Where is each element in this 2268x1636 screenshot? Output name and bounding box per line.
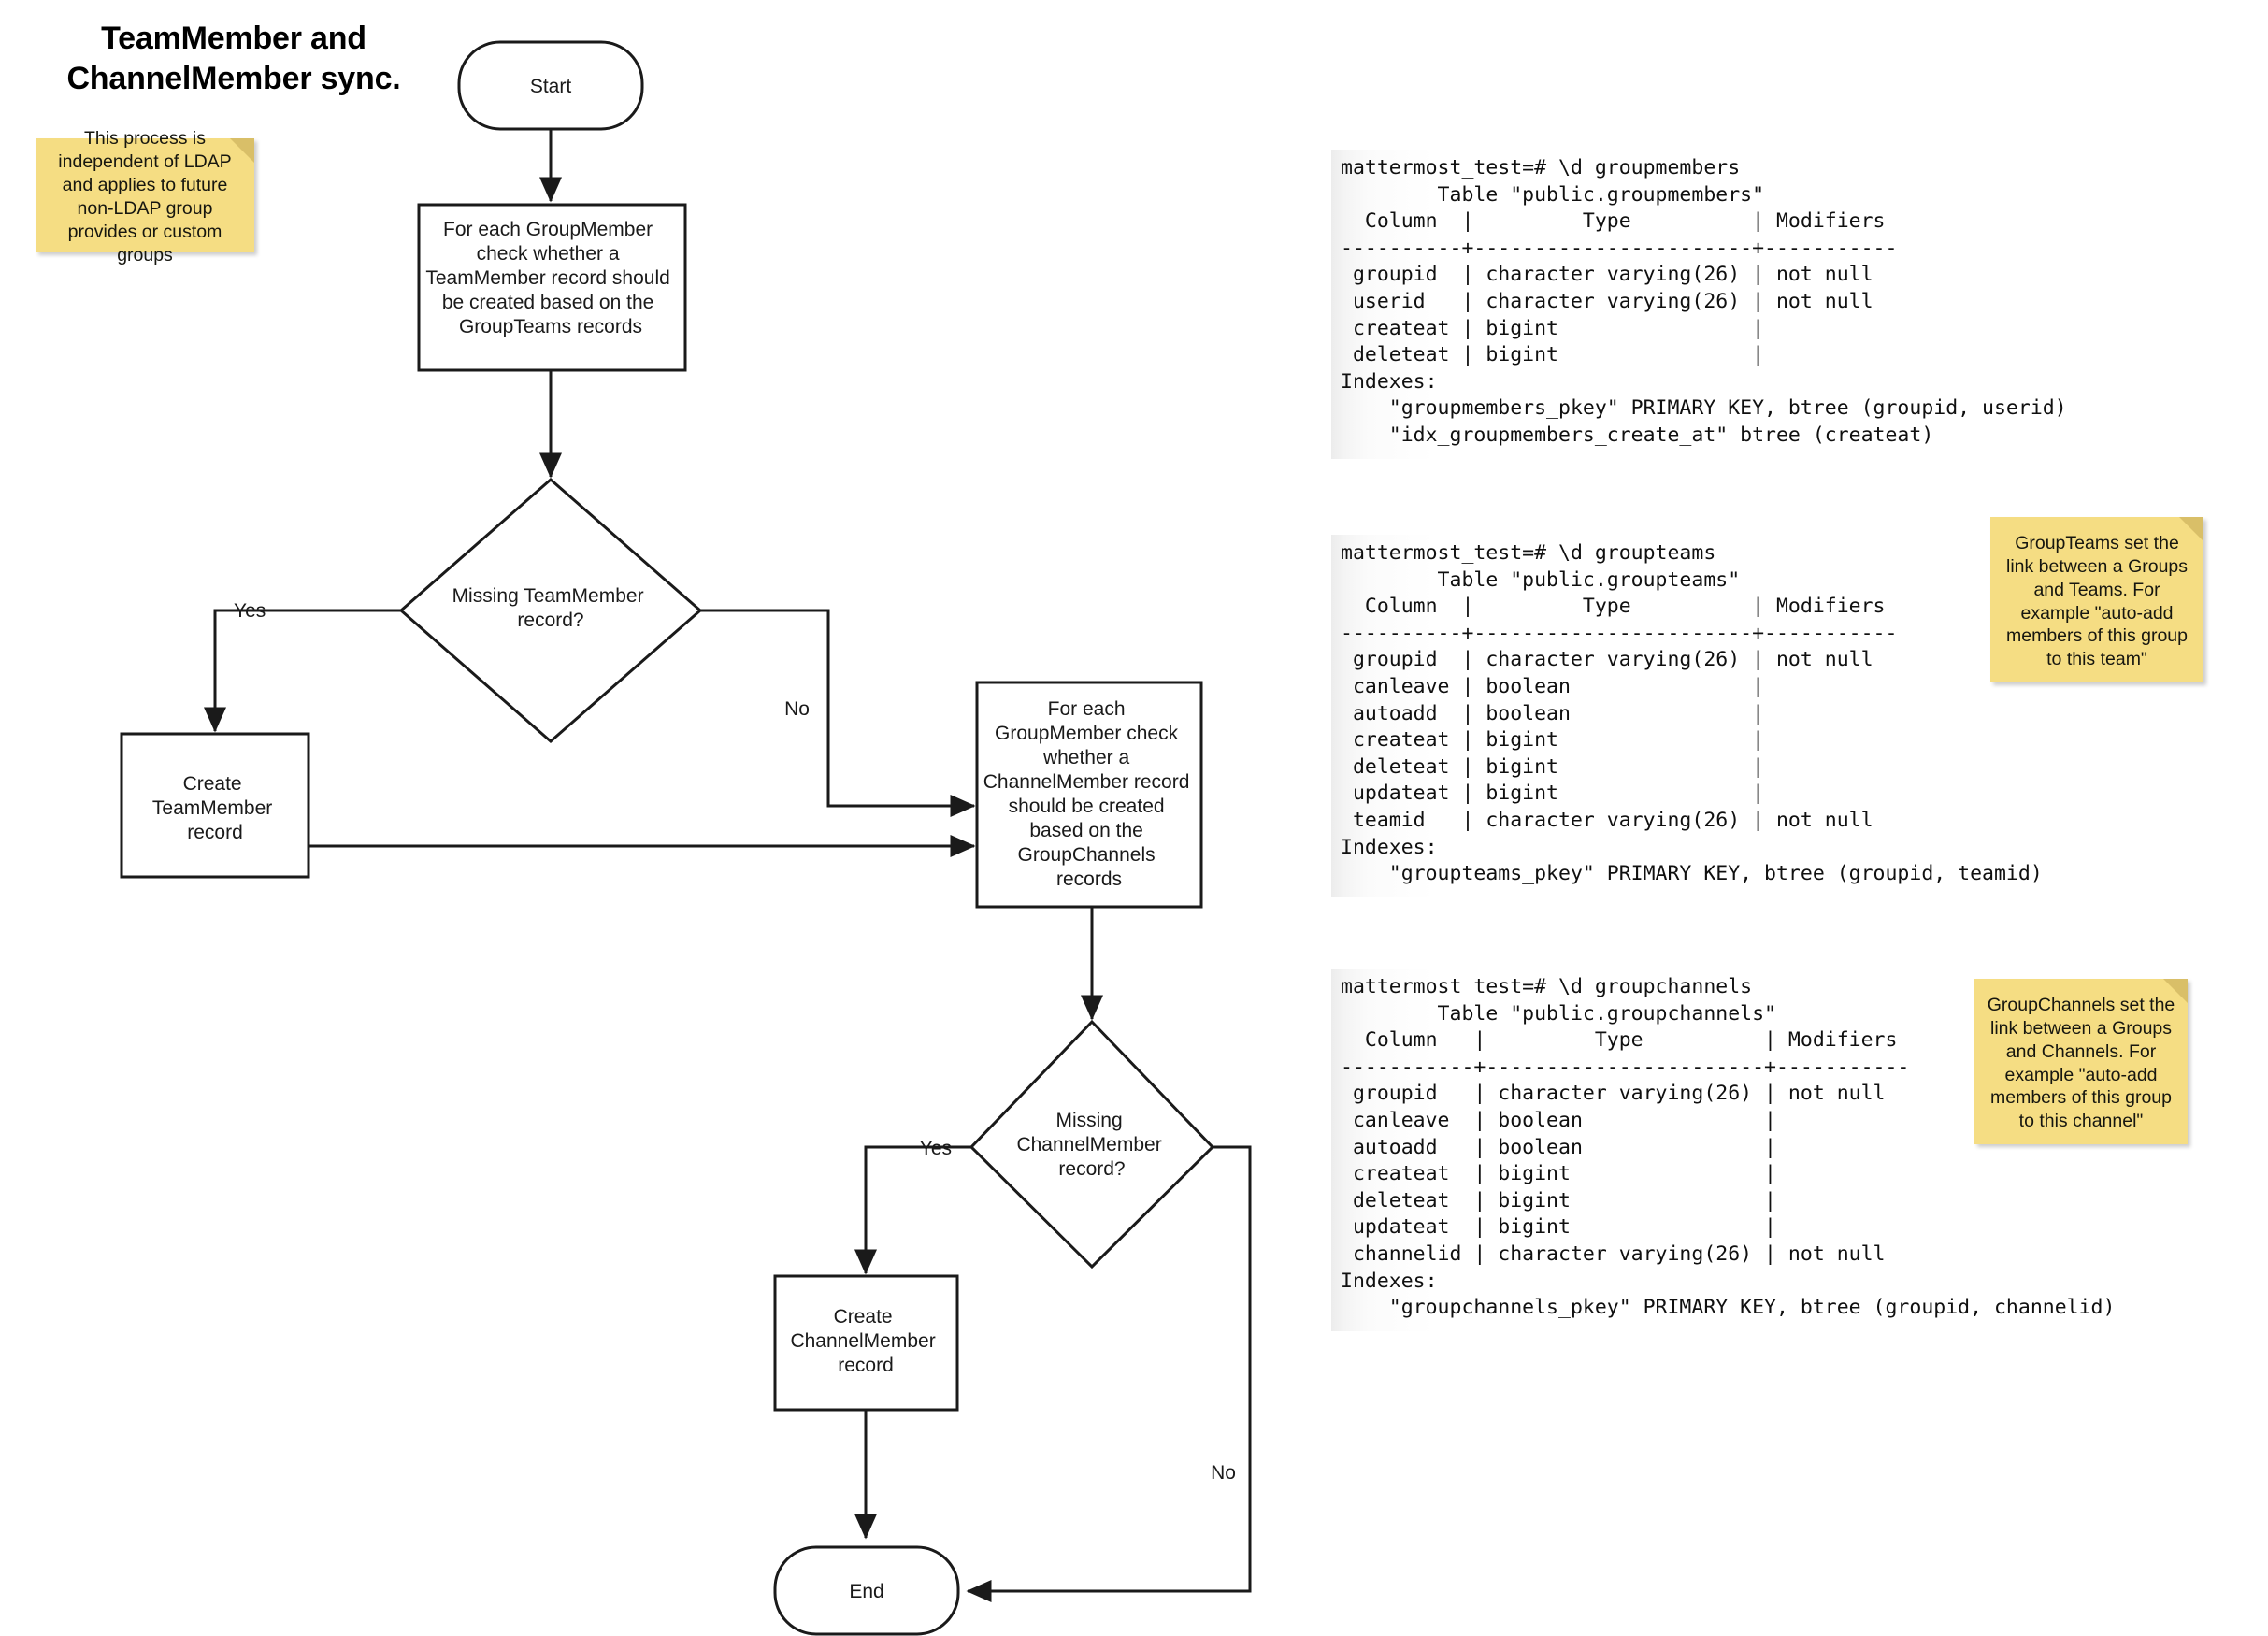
edge-decision1-yes xyxy=(204,609,401,733)
edge-decision1-no xyxy=(700,609,976,817)
page-title: TeamMember and ChannelMember sync. xyxy=(56,19,411,98)
node-end[interactable] xyxy=(773,1545,960,1636)
node-process-channelmember-label: For each GroupMember check whether a Cha… xyxy=(983,698,1195,890)
node-decision-teammember-label: Missing TeamMember record? xyxy=(452,585,650,631)
note-fold-icon xyxy=(230,138,254,163)
sticky-note-groupchannels: GroupChannels set the link between a Gro… xyxy=(1974,979,2188,1144)
node-create-channelmember-label: Create ChannelMember record xyxy=(790,1306,940,1376)
page-title-line1: TeamMember and xyxy=(101,21,366,56)
node-end-label: End xyxy=(849,1581,883,1602)
page-title-line2: ChannelMember sync. xyxy=(66,60,401,96)
sticky-note-groupteams: GroupTeams set the link between a Groups… xyxy=(1990,517,2203,682)
note-fold-icon xyxy=(2163,979,2188,1003)
sticky-note-groupteams-text: GroupTeams set the link between a Groups… xyxy=(2005,532,2189,670)
node-process-teammember-label: For each GroupMember check whether a Tea… xyxy=(425,219,675,337)
flowchart: Start For each GroupMember check whether… xyxy=(120,40,1252,1636)
node-decision-channelmember[interactable] xyxy=(969,1019,1215,1270)
sticky-note-ldap-text: This process is independent of LDAP and … xyxy=(58,128,232,265)
node-start-label: Start xyxy=(530,76,572,97)
edge-decision2-no xyxy=(966,1145,1252,1602)
node-create-channelmember[interactable] xyxy=(773,1274,959,1412)
node-decision-channelmember-label: Missing ChannelMember record? xyxy=(1016,1110,1167,1180)
node-create-teammember-label: Create TeamMember record xyxy=(152,773,278,843)
edge-label-teammember-yes: Yes xyxy=(234,600,266,622)
edge-label-teammember-no: No xyxy=(784,698,810,720)
terminal-output-groupteams: mattermost_test=# \d groupteams Table "p… xyxy=(1331,535,2043,897)
terminal-output-groupchannels: mattermost_test=# \d groupchannels Table… xyxy=(1331,969,2115,1331)
edge-label-channelmember-yes: Yes xyxy=(920,1138,952,1159)
node-process-channelmember[interactable] xyxy=(975,681,1203,909)
edge-label-channelmember-no: No xyxy=(1211,1462,1236,1484)
note-fold-icon xyxy=(2179,517,2203,541)
node-create-teammember[interactable] xyxy=(120,732,310,879)
terminal-output-groupmembers: mattermost_test=# \d groupmembers Table … xyxy=(1331,150,2067,459)
node-process-teammember[interactable] xyxy=(417,203,687,372)
sticky-note-ldap: This process is independent of LDAP and … xyxy=(36,128,254,265)
node-start[interactable] xyxy=(457,40,644,131)
edge-decision2-yes xyxy=(854,1145,971,1275)
node-decision-teammember[interactable] xyxy=(398,478,703,743)
sticky-note-groupchannels-text: GroupChannels set the link between a Gro… xyxy=(1987,994,2175,1132)
